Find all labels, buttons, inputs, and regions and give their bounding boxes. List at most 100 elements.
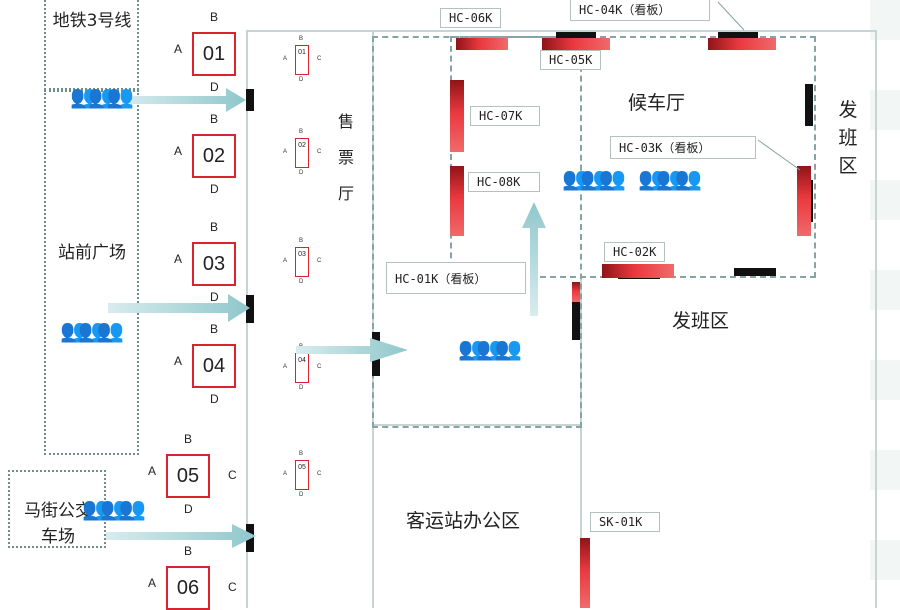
- people-crowd-icon: 👥👥👥: [70, 85, 134, 110]
- gate-side-label: B: [184, 544, 193, 558]
- ticket-gate-number: 01: [295, 45, 309, 75]
- ticket-gate-side-label: D: [299, 77, 304, 83]
- gate-side-label: D: [184, 502, 193, 516]
- screen-hc02: [602, 264, 674, 278]
- door-9: [718, 32, 758, 39]
- ticket-gate-side-label: A: [283, 149, 288, 155]
- ticket-gate-side-label: C: [317, 258, 322, 264]
- callout-hc04: HC-04K（看板）: [570, 0, 710, 21]
- gate-side-label: B: [210, 220, 219, 234]
- gate-side-label: A: [148, 464, 157, 478]
- gate-number: 01: [192, 32, 236, 76]
- gate-side-label: C: [228, 580, 237, 594]
- ticket-gate-side-label: B: [299, 129, 304, 135]
- door-1: [246, 89, 254, 111]
- screen-hc04: [708, 38, 776, 50]
- ticket-gate-side-label: B: [299, 451, 304, 457]
- screen-hc06: [456, 38, 508, 50]
- office-wall-right: [580, 280, 582, 608]
- gate-side-label: A: [174, 354, 183, 368]
- ticket-gate-side-label: B: [299, 238, 304, 244]
- door-2: [246, 295, 254, 323]
- gate-side-label: A: [174, 252, 183, 266]
- office-wall-top: [372, 424, 580, 426]
- plaza-label: 站前广场: [58, 243, 126, 263]
- screen-hc07: [450, 80, 464, 152]
- people-crowd-icon: 👥👥👥: [458, 337, 522, 362]
- ticket-gate-number: 05: [295, 460, 309, 490]
- ticket-gate-side-label: A: [283, 364, 288, 370]
- gate-side-label: D: [210, 182, 219, 196]
- callout-hc01: HC-01K（看板）: [386, 262, 526, 294]
- people-crowd-icon: 👥👥👥: [60, 319, 124, 344]
- door-8: [734, 268, 776, 276]
- callout-hc06: HC-06K: [440, 8, 502, 28]
- plaza-area: [44, 90, 139, 455]
- ticket-gate-side-label: D: [299, 170, 304, 176]
- ticket-gate-number: 02: [295, 138, 309, 168]
- dispatch-area-right-label: 发班区: [838, 99, 858, 177]
- dispatch-area-mid-label: 发班区: [672, 310, 730, 332]
- metro-area: [44, 0, 139, 90]
- ticket-gate-side-label: C: [317, 149, 322, 155]
- gate-number: 03: [192, 242, 236, 286]
- ticket-hall-label: 售票厅: [337, 112, 354, 203]
- screen-sk01: [580, 538, 590, 608]
- gate-side-label: B: [210, 112, 219, 126]
- gate-number: 05: [166, 454, 210, 498]
- door-6: [805, 84, 813, 126]
- callout-hc08: HC-08K: [468, 172, 540, 192]
- metro-label: 地铁3号线: [52, 11, 132, 31]
- flow-arrow-icon: [106, 524, 256, 548]
- callout-hc05: HC-05K: [540, 50, 602, 70]
- ticket-gate-side-label: A: [283, 56, 288, 62]
- ticket-gate-side-label: D: [299, 492, 304, 498]
- screen-hc03: [797, 166, 811, 236]
- screen-hc08: [450, 166, 464, 236]
- gate-side-label: D: [210, 80, 219, 94]
- gate-side-label: A: [174, 42, 183, 56]
- door-10: [556, 32, 596, 39]
- flow-arrow-icon: [108, 294, 250, 322]
- ticket-gate-side-label: C: [317, 471, 322, 477]
- callout-hc02: HC-02K: [604, 242, 666, 262]
- bus-label: 马街公交车场: [24, 501, 92, 547]
- gate-side-label: B: [184, 432, 193, 446]
- building-wall-right: [875, 30, 877, 608]
- gate-side-label: A: [148, 576, 157, 590]
- office-label: 客运站办公区: [406, 510, 521, 532]
- gate-side-label: A: [174, 144, 183, 158]
- ticket-gate-number: 03: [295, 247, 309, 277]
- flow-arrow-icon: [522, 202, 546, 316]
- screen-hc01: [572, 282, 580, 302]
- callout-hc07: HC-07K: [470, 106, 540, 126]
- gate-side-label: D: [210, 290, 219, 304]
- ticket-gate-side-label: B: [299, 36, 304, 42]
- ticket-gate-side-label: C: [317, 56, 322, 62]
- ticket-gate-side-label: A: [283, 258, 288, 264]
- gate-side-label: D: [210, 392, 219, 406]
- door-5: [572, 298, 580, 340]
- ticket-gate-side-label: A: [283, 471, 288, 477]
- ticket-gate-side-label: D: [299, 279, 304, 285]
- gate-side-label: C: [228, 468, 237, 482]
- people-crowd-icon: 👥👥👥: [562, 167, 626, 192]
- building-wall-top: [246, 30, 876, 32]
- gate-side-label: B: [210, 322, 219, 336]
- gate-number: 02: [192, 134, 236, 178]
- callout-sk01: SK-01K: [590, 512, 660, 532]
- flow-arrow-icon: [296, 338, 408, 362]
- people-crowd-icon: 👥👥👥: [82, 497, 146, 522]
- screen-hc05: [542, 38, 610, 50]
- callout-hc03: HC-03K（看板）: [610, 136, 756, 159]
- waiting-hall-label: 候车厅: [628, 92, 686, 114]
- ticket-gate-side-label: C: [317, 364, 322, 370]
- gate-side-label: B: [210, 10, 219, 24]
- ticket-gate-side-label: D: [299, 385, 304, 391]
- bus-area: [8, 470, 106, 548]
- people-crowd-icon: 👥👥👥: [638, 167, 702, 192]
- gate-number: 04: [192, 344, 236, 388]
- flow-arrow-icon: [122, 88, 246, 112]
